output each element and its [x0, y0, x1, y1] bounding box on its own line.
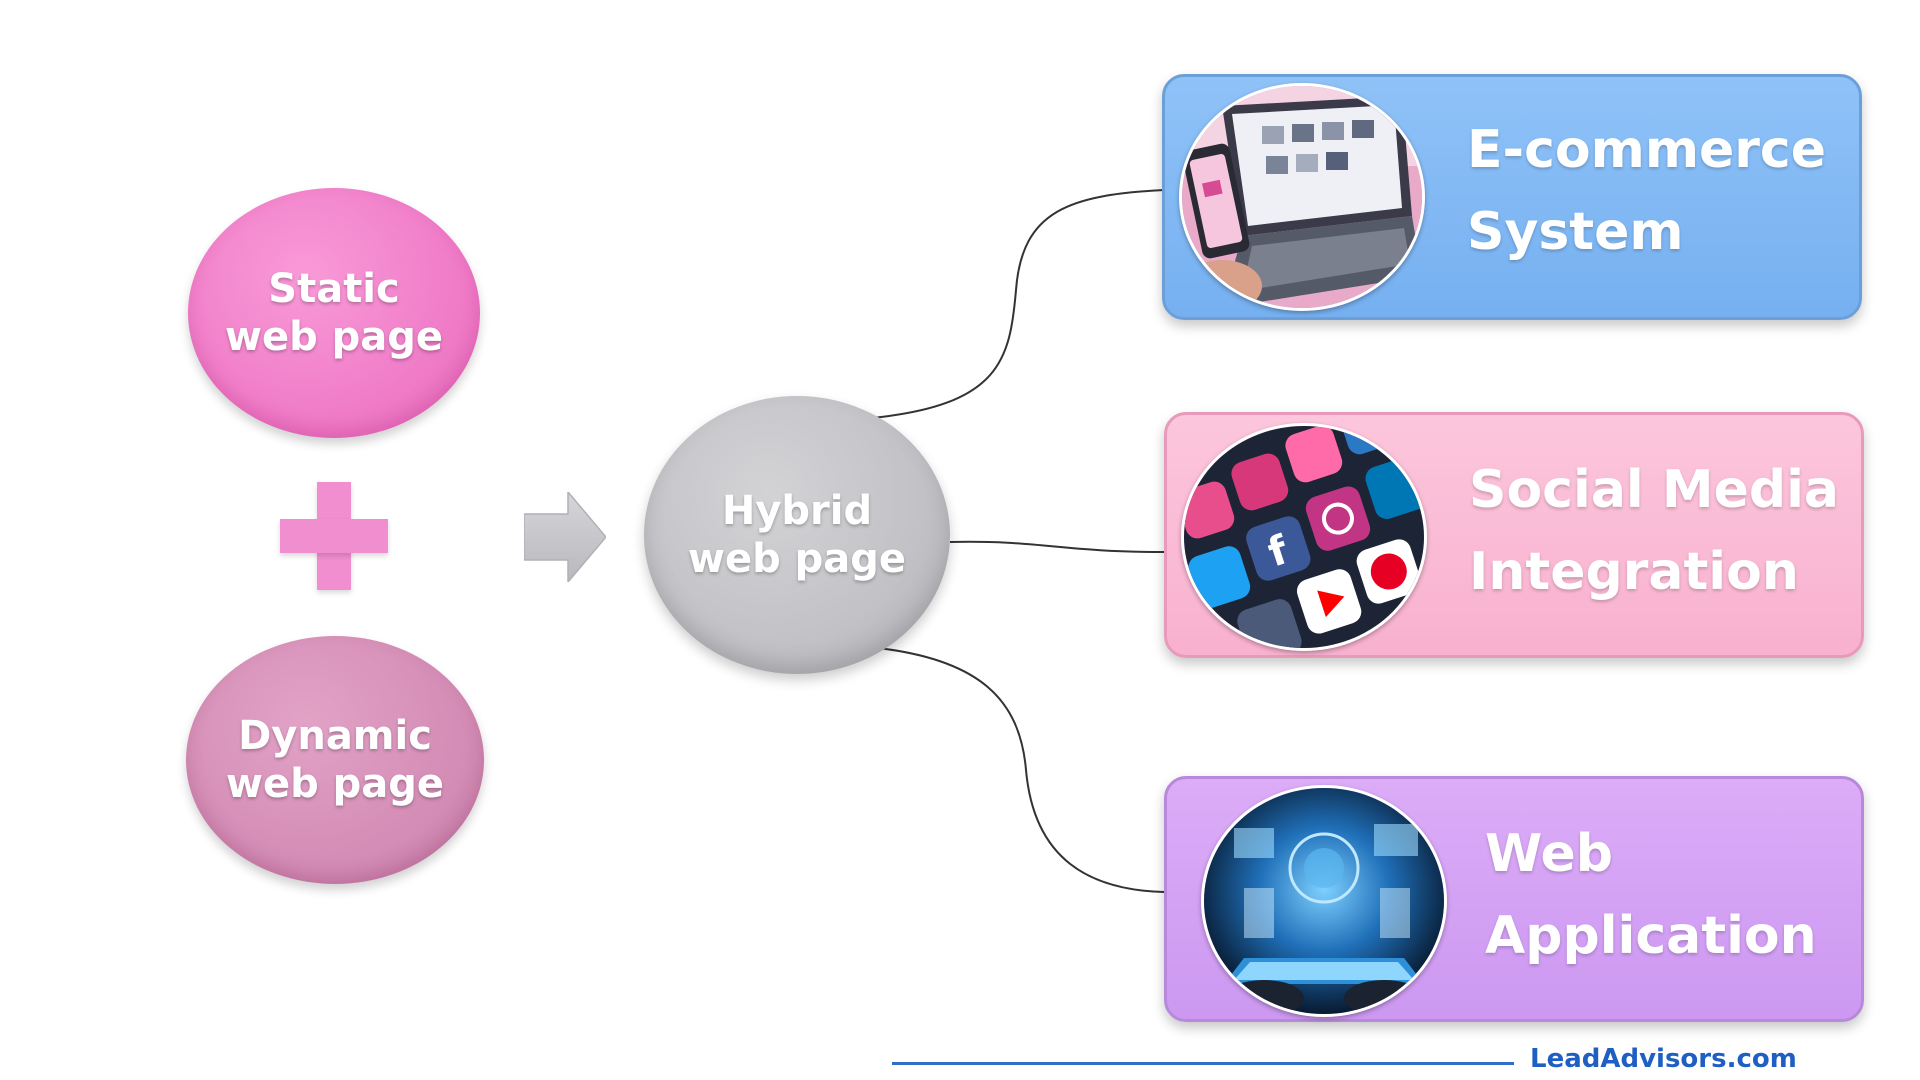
web-application-label-line2: Application [1485, 906, 1817, 966]
web-application-label: Web Application [1485, 813, 1817, 977]
social-media-label-line2: Integration [1469, 542, 1799, 602]
hybrid-node-line1: Hybrid [721, 488, 873, 534]
ecommerce-label-line1: E-commerce [1467, 120, 1827, 180]
dynamic-web-page-node: Dynamic web page [186, 636, 484, 884]
static-node-line1: Static [268, 266, 400, 312]
tablet-hologram-image [1201, 785, 1447, 1017]
dynamic-node-line2: web page [225, 761, 445, 807]
footer-brand-link[interactable]: LeadAdvisors.com [1530, 1044, 1797, 1074]
connector-to-social [949, 540, 1165, 553]
ecommerce-card: E-commerce System [1162, 74, 1862, 320]
web-application-card: Web Application [1164, 776, 1864, 1022]
footer-divider [892, 1062, 1514, 1065]
static-node-line2: web page [224, 314, 444, 360]
static-web-page-node: Static web page [188, 188, 480, 438]
laptop-shopping-image [1179, 83, 1425, 311]
plus-icon [280, 482, 388, 590]
hybrid-web-page-node: Hybrid web page [644, 396, 950, 674]
dynamic-node-line1: Dynamic [238, 713, 432, 759]
ecommerce-label-line2: System [1467, 202, 1684, 262]
web-application-label-line1: Web [1485, 824, 1613, 884]
connector-to-webapp [877, 647, 1165, 893]
connector-to-ecommerce [871, 189, 1165, 419]
ecommerce-label: E-commerce System [1467, 109, 1826, 273]
social-media-apps-image: f [1181, 423, 1427, 651]
social-media-card: f Social Media Integration [1164, 412, 1864, 658]
social-media-label: Social Media Integration [1469, 449, 1839, 613]
hybrid-node-line2: web page [687, 536, 907, 582]
arrow-right-icon [524, 492, 606, 582]
plus-horizontal-bar [280, 519, 388, 553]
social-media-label-line1: Social Media [1469, 460, 1839, 520]
